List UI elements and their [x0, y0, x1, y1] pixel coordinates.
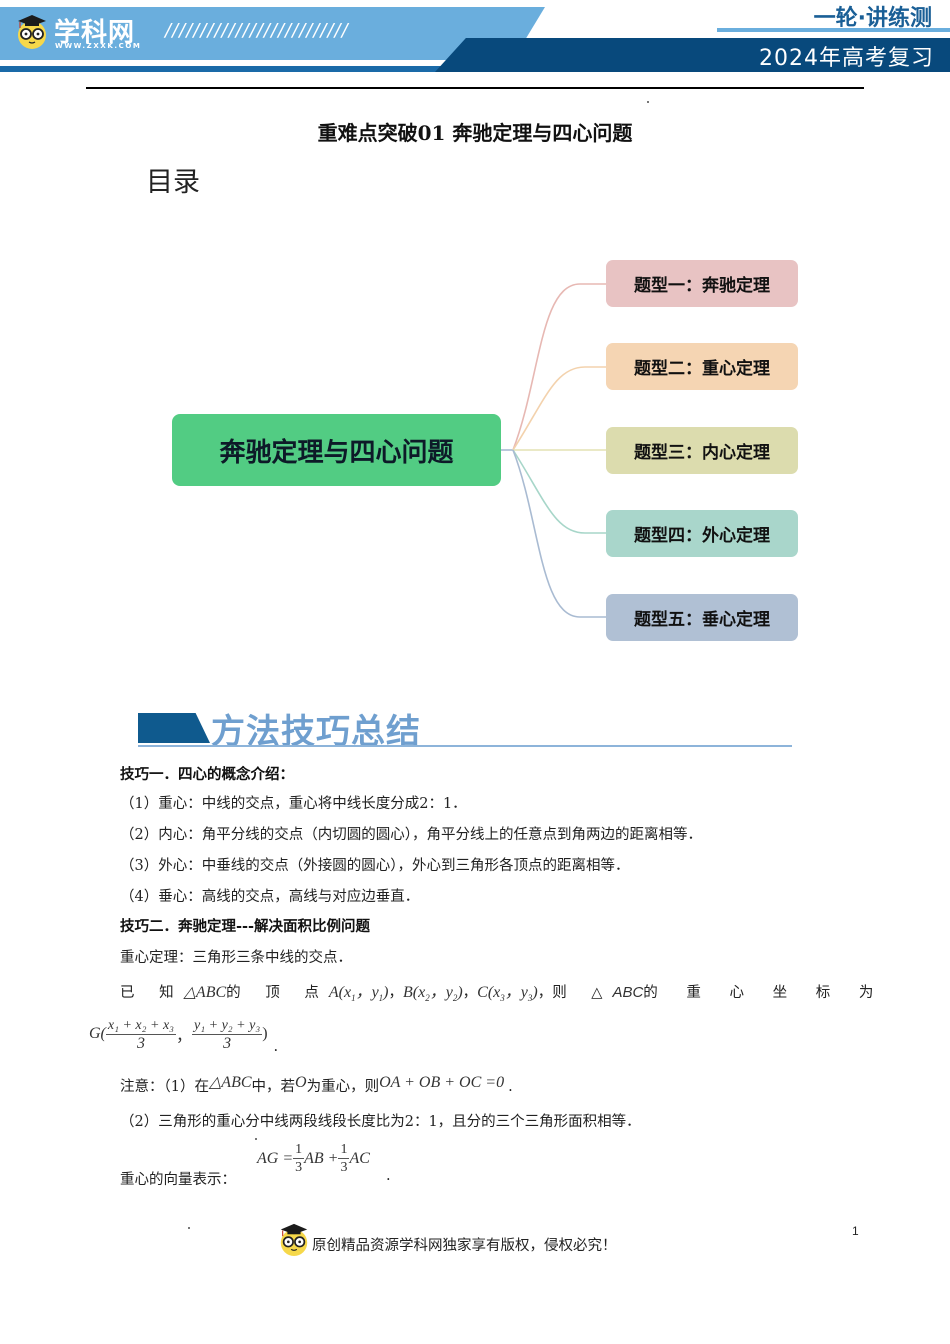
banner-dark-band — [435, 38, 950, 72]
document-title: 重难点突破01 奔驰定理与四心问题 — [317, 121, 633, 145]
header-rule — [86, 87, 864, 89]
close-paren: ) — [262, 1025, 268, 1042]
mind-map-node-type-5: 题型五：垂心定理 — [606, 594, 798, 641]
triangle-abc: △ABC — [183, 984, 227, 1001]
fraction-x: x₁ + x₂ + x₃ 3 — [105, 1017, 177, 1052]
note-2: （2）三角形的重心分中线两段线段长度比为2：1，且分的三个三角形面积相等． — [120, 1114, 641, 1130]
tip1-item: （1）重心：中线的交点，重心将中线长度分成2：1． — [120, 796, 467, 812]
g-label: G( — [89, 1025, 106, 1042]
tip1-heading: 技巧一．四心的概念介绍： — [120, 767, 294, 783]
mind-map: 奔驰定理与四心问题 题型一：奔驰定理 题型二：重心定理 题型三：内心定理 题型四… — [172, 260, 798, 641]
mind-map-node-type-4: 题型四：外心定理 — [606, 510, 798, 557]
section-marker — [138, 713, 210, 743]
vertex-c: C(x3，y3) — [477, 984, 538, 1004]
header-banner: 学科网 WWW.ZXXK.COM ///////////////////////… — [0, 0, 950, 75]
period: . — [273, 1039, 279, 1055]
logo-text: 学科网 — [54, 18, 136, 48]
abc-label: ABC — [612, 984, 644, 1001]
then-word: 则 △ — [552, 985, 613, 1001]
mind-map-node-type-2: 题型二：重心定理 — [606, 343, 798, 390]
mascot-logo-icon — [18, 15, 46, 49]
vertex-b: B(x2，y2) — [403, 984, 463, 1004]
sep: ， — [388, 985, 404, 1001]
comma: ， — [176, 1028, 193, 1045]
mind-map-connectors — [501, 283, 606, 618]
centroid-coords-word: 的 重 心 坐 标 为 — [643, 985, 886, 1001]
decorative-slashes: ////////////////////////// — [165, 20, 349, 41]
vertex-a: A(x1，y1) — [328, 984, 389, 1004]
centroid-theorem: 重心定理：三角形三条中线的交点． — [120, 950, 352, 966]
mind-map-root: 奔驰定理与四心问题 — [172, 414, 501, 486]
mind-map-node-type-3: 题型三：内心定理 — [606, 427, 798, 474]
section-rule — [138, 745, 792, 747]
tip1-item: （3）外心：中垂线的交点（外接圆的圆心），外心到三角形各顶点的距离相等． — [120, 858, 630, 874]
tip2-heading: 技巧二．奔驰定理---解决面积比例问题 — [120, 919, 371, 935]
copyright-notice: 原创精品资源学科网独家享有版权，侵权必究！ — [312, 1238, 617, 1254]
note-1: 注意：（1）在 △ABC 中，若 O 为重心，则 OA + OB + OC =0… — [120, 1074, 513, 1095]
banner-rule — [717, 28, 950, 32]
mind-map-node-type-1: 题型一：奔驰定理 — [606, 260, 798, 307]
centroid-formula: G( x₁ + x₂ + x₃ 3 ， y₁ + y₂ + y₃ 3 ) . — [89, 1013, 279, 1056]
stray-mark — [188, 1227, 190, 1229]
page-number: 1 — [852, 1224, 859, 1238]
sep: ， — [537, 985, 553, 1001]
vertices-word: 的 顶 点 — [226, 985, 329, 1001]
stray-mark — [647, 101, 649, 103]
year-label: 2024年高考复习 — [759, 46, 934, 71]
series-label: 一轮·讲练测 — [813, 6, 932, 31]
tip1-item: （4）垂心：高线的交点，高线与对应边垂直． — [120, 889, 420, 905]
tip1-item: （2）内心：角平分线的交点（内切圆的圆心），角平分线上的任意点到角两边的距离相等… — [120, 827, 702, 843]
given-vertices-line: 已 知 △ABC 的 顶 点 A(x1，y1) ， B(x2，y2) ， C(x… — [120, 978, 873, 1004]
vector-period: . — [386, 1168, 391, 1184]
logo-url: WWW.ZXXK.COM — [55, 42, 142, 50]
vector-label: 重心的向量表示： — [120, 1172, 236, 1188]
banner-white-strip — [0, 60, 450, 66]
stray-mark — [255, 1138, 257, 1140]
given-prefix: 已 知 — [120, 985, 184, 1001]
toc-heading: 目录 — [146, 167, 200, 198]
footer-mascot-icon — [280, 1223, 308, 1256]
fraction-y: y₁ + y₂ + y₃ 3 — [192, 1017, 263, 1052]
sep: ， — [462, 985, 478, 1001]
